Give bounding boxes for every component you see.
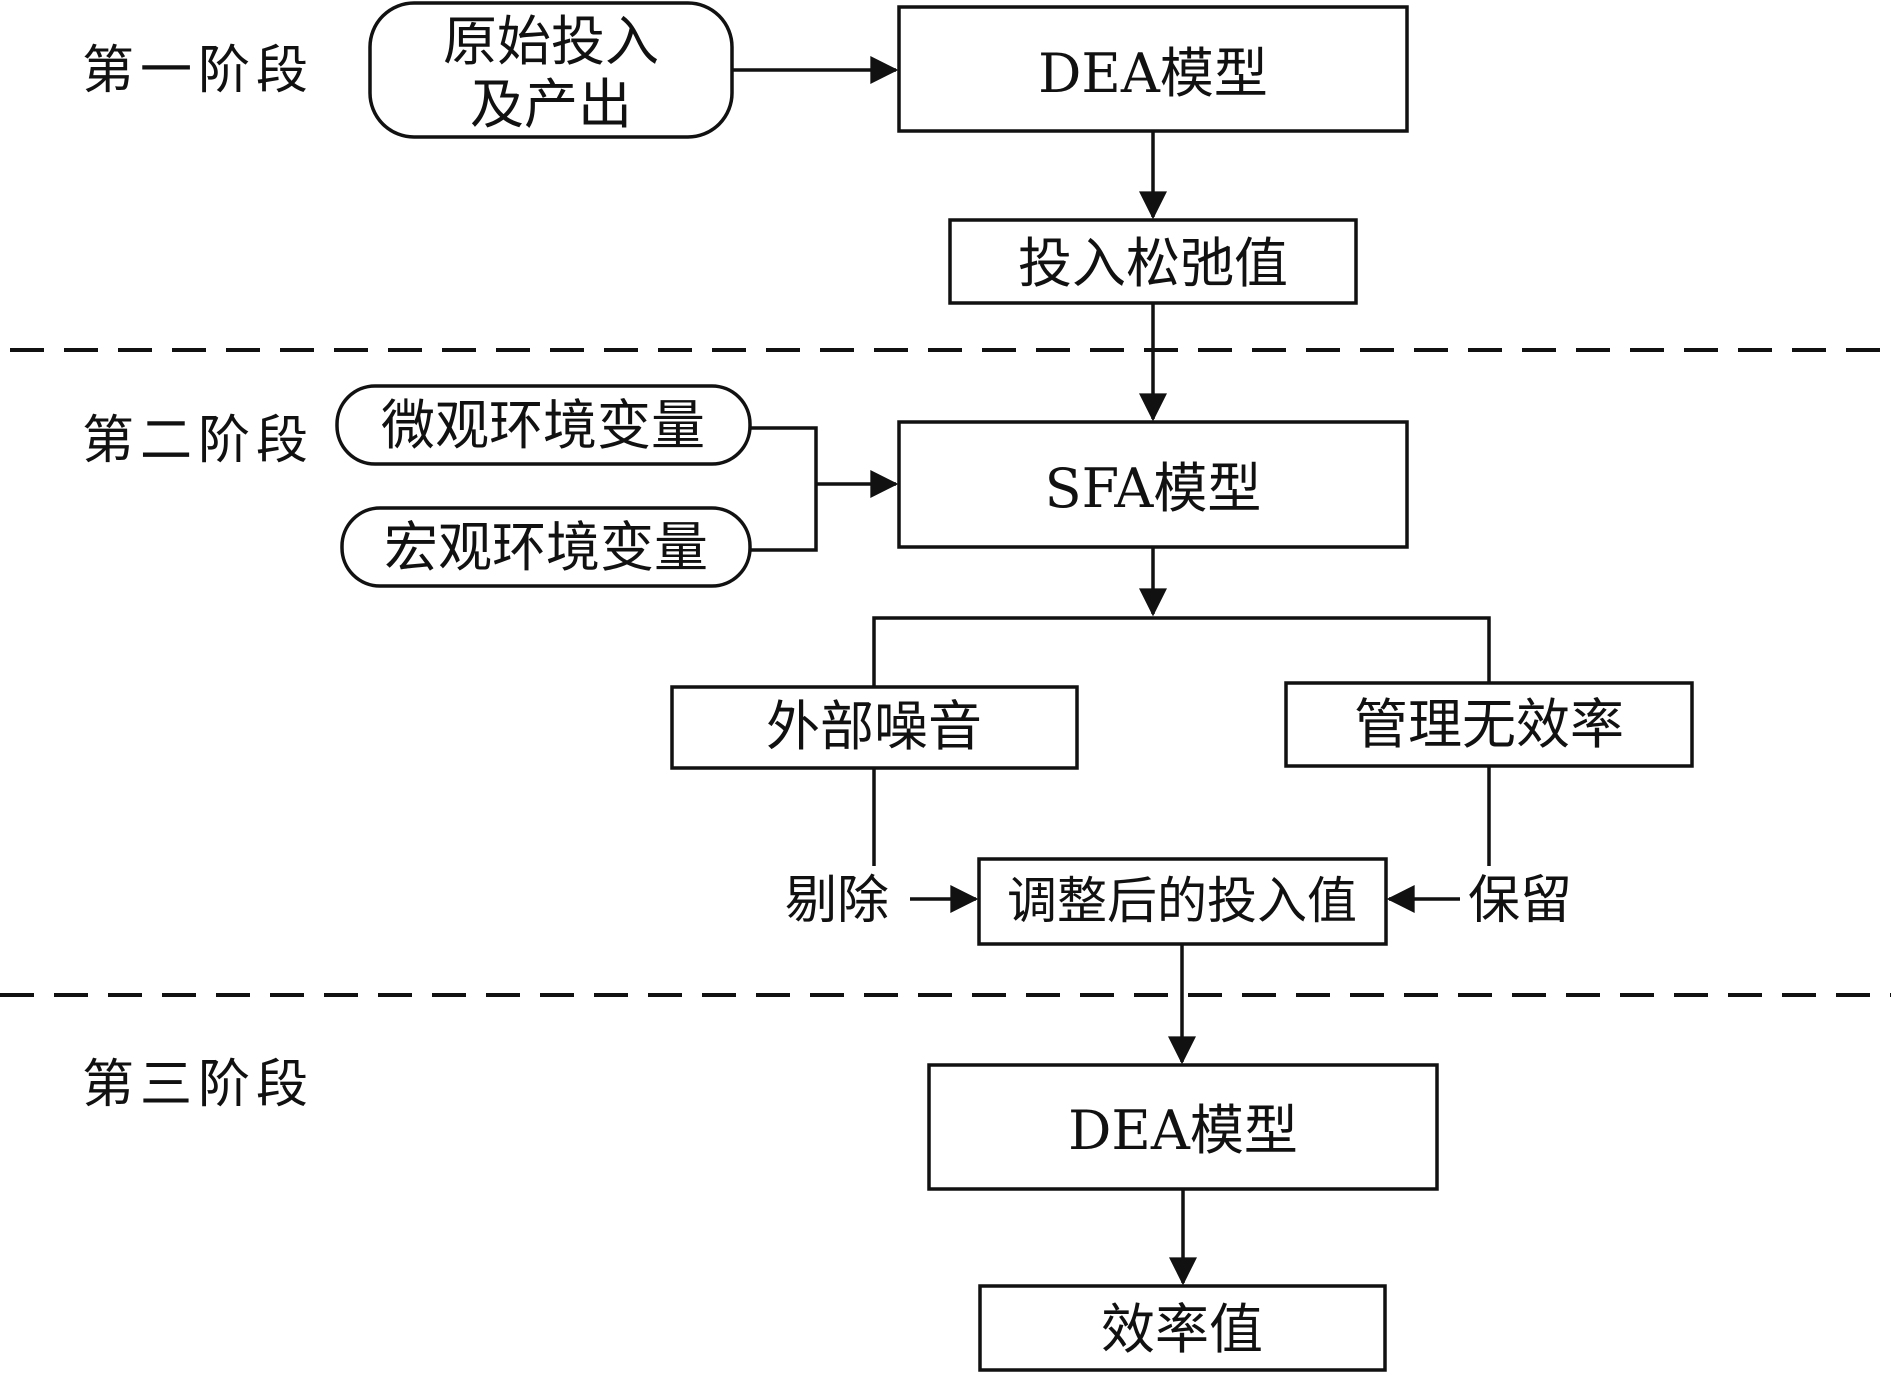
micro-environment-variables-node <box>335 384 752 466</box>
input-slack-label: 投入松弛值 <box>1018 232 1288 295</box>
efficiency-value-node <box>978 1284 1387 1372</box>
remove-label: 剔除 <box>785 871 889 931</box>
edge-micro-to-bracket <box>750 426 818 552</box>
raw-input-output-label-line2: 及产出 <box>470 73 632 136</box>
stage-label-two: 第二阶段 <box>82 411 314 471</box>
dea-model-stage1-node <box>897 5 1409 133</box>
adjusted-input-node <box>977 857 1388 946</box>
efficiency-value-label: 效率值 <box>1101 1298 1263 1361</box>
external-noise-label: 外部噪音 <box>766 695 982 758</box>
managerial-inefficiency-label: 管理无效率 <box>1354 693 1624 756</box>
edge-split-bracket <box>872 616 1491 687</box>
sfa-model-label: SFA模型 <box>1045 457 1262 520</box>
dea-model-stage3-node <box>927 1063 1439 1191</box>
managerial-inefficiency-node <box>1284 681 1694 768</box>
sfa-model-node <box>897 420 1409 549</box>
raw-input-output-label-line1: 原始投入 <box>443 10 659 73</box>
macro-environment-variables-label: 宏观环境变量 <box>384 516 708 579</box>
dea-model-stage1-label: DEA模型 <box>1038 42 1268 105</box>
stage-label-three: 第三阶段 <box>82 1055 314 1115</box>
external-noise-node <box>670 685 1079 770</box>
dea-model-stage3-label: DEA模型 <box>1068 1099 1298 1162</box>
retain-label: 保留 <box>1468 871 1572 931</box>
macro-environment-variables-node <box>340 506 752 588</box>
adjusted-input-label: 调整后的投入值 <box>1007 872 1357 930</box>
micro-environment-variables-label: 微观环境变量 <box>381 394 705 457</box>
stage-label-one: 第一阶段 <box>82 41 314 101</box>
